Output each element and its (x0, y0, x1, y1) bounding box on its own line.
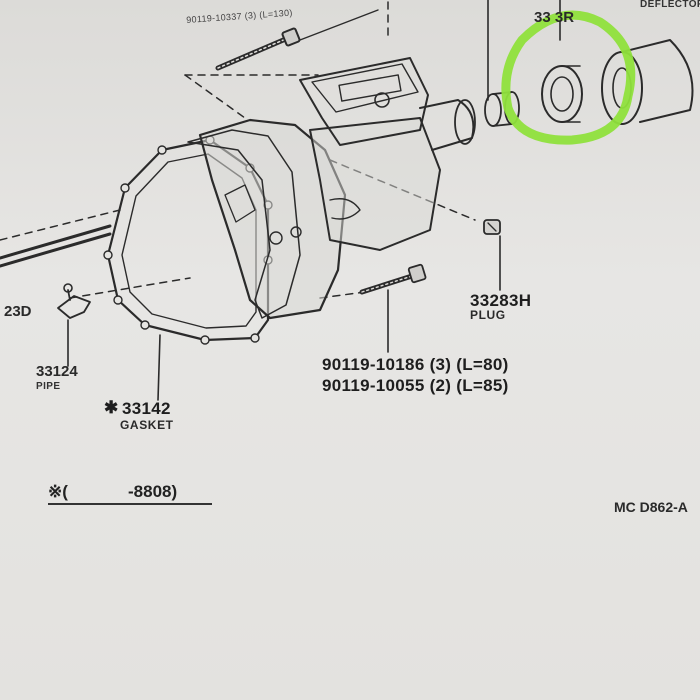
bolt-top-drawing (215, 9, 379, 71)
seal-part-number: 33 3R (534, 9, 575, 26)
plug-name: PLUG (470, 308, 506, 322)
gasket-part-number: 33142 (122, 399, 171, 418)
plug-drawing (483, 219, 501, 235)
diagram-reference: MC D862-A (614, 499, 688, 515)
left-part-number: 23D (4, 303, 32, 320)
input-shaft-drawing (0, 224, 112, 268)
pipe-part-number: 33124 (36, 363, 78, 380)
deflector-name: DEFLECTOR (640, 0, 700, 10)
gasket-name: GASKET (120, 418, 174, 432)
pipe-drawing (57, 283, 91, 319)
bolt-part-number-1: 90119-10186 (3) (L=80) (322, 355, 509, 374)
bolt-part-number-2: 90119-10055 (2) (L=85) (322, 376, 509, 395)
pipe-name: PIPE (36, 381, 61, 392)
footnote-underline (48, 503, 212, 505)
plug-part-number: 33283H (470, 291, 532, 310)
gasket-mark: ✱ (104, 398, 119, 417)
bolt-lower-drawing (359, 263, 427, 295)
deflector-drawing (601, 39, 694, 125)
highlight-circle (501, 10, 636, 145)
extension-housing-drawing (187, 57, 476, 320)
footnote-range: -8808) (128, 482, 178, 501)
oil-seal-drawing (541, 65, 583, 123)
callout-leaders (67, 0, 561, 401)
footnote-mark: ※( (48, 482, 68, 501)
